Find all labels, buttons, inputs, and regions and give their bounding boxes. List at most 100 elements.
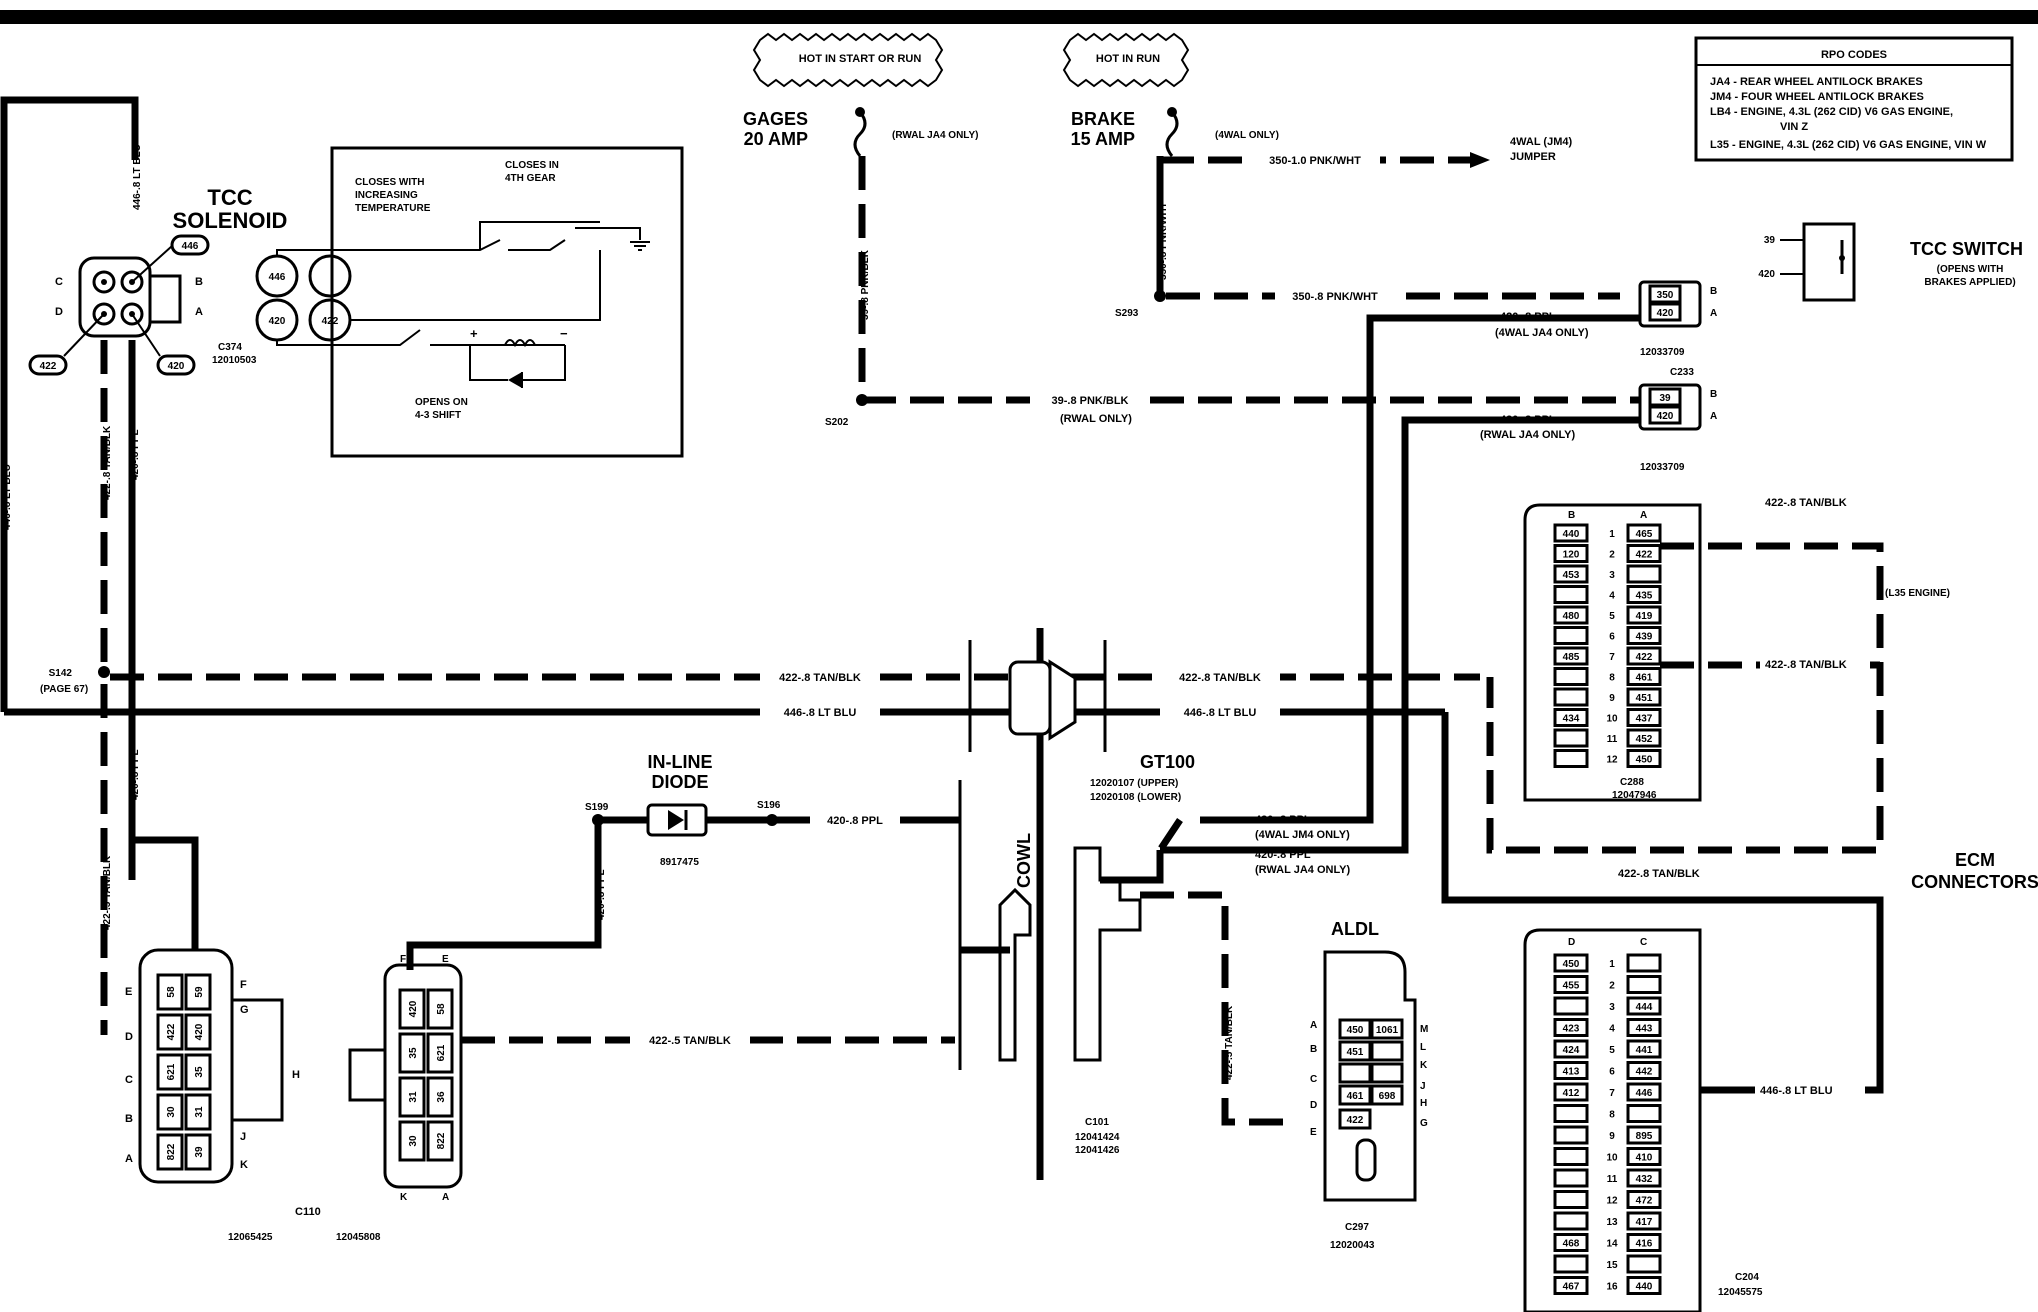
c288-pin-b (1553, 626, 1589, 645)
c288-pin-b: 485 (1553, 646, 1589, 666)
wire-label: 422-.8 TAN/BLK (1179, 672, 1261, 684)
wire-label: 350-.8 PNK/WHT (1158, 202, 1169, 280)
cowl-label: COWL (1014, 833, 1034, 888)
c204-pin-number: 15 (1606, 1260, 1618, 1271)
svg-text:C233: C233 (1670, 367, 1694, 378)
svg-text:440: 440 (1563, 529, 1580, 540)
c204-pin-d (1553, 1168, 1589, 1188)
svg-text:F: F (400, 954, 406, 965)
rpo-line: JM4 - FOUR WHEEL ANTILOCK BRAKES (1710, 91, 1924, 103)
svg-text:461: 461 (1636, 673, 1653, 684)
c288-pin-number: 7 (1609, 652, 1615, 663)
aldl-pin (1370, 1062, 1404, 1084)
svg-text:4TH GEAR: 4TH GEAR (505, 173, 556, 184)
tcc-switch: 39 420 TCC SWITCH (OPENS WITH BRAKES APP… (1758, 222, 2023, 302)
svg-text:417: 417 (1636, 1217, 1653, 1228)
c288-pin-a: 437 (1626, 708, 1662, 727)
svg-text:BRAKES APPLIED): BRAKES APPLIED) (1924, 277, 2015, 288)
wire-446-lt-blu-loop (0, 96, 139, 712)
wire-label: 446-.8 LT BLU (2, 464, 13, 530)
svg-text:39: 39 (1764, 235, 1776, 246)
svg-text:C297: C297 (1345, 1222, 1369, 1233)
svg-text:B: B (1568, 510, 1575, 521)
svg-text:451: 451 (1347, 1047, 1364, 1058)
svg-text:1061: 1061 (1376, 1025, 1399, 1036)
top-border-bar (0, 10, 2038, 24)
svg-text:621: 621 (436, 1044, 447, 1061)
svg-text:12020107 (UPPER): 12020107 (UPPER) (1090, 778, 1178, 789)
svg-text:A: A (442, 1192, 449, 1203)
svg-text:C288: C288 (1620, 777, 1644, 788)
c110-pin: 59 (184, 973, 212, 1011)
aldl-pin: 422 (1338, 1108, 1372, 1130)
wire-422-5-tan-blk-aldl (1140, 891, 1290, 1126)
c204-pin-d (1553, 1190, 1589, 1209)
burst-icon (1062, 32, 1190, 88)
svg-text:621: 621 (166, 1063, 177, 1080)
svg-text:822: 822 (436, 1132, 447, 1149)
brake-fuse-amp: 15 AMP (1071, 129, 1135, 149)
wire-422-tan-blk-l35 (1486, 542, 1884, 854)
svg-text:C: C (1640, 937, 1647, 948)
c110-pin: 30 (156, 1093, 184, 1131)
wire-label: 420-.8 PPL (596, 869, 607, 920)
c288-pin-b: 440 (1553, 523, 1589, 543)
c204-pin-c: 444 (1626, 996, 1662, 1016)
svg-text:D: D (55, 306, 63, 318)
rpo-line: L35 - ENGINE, 4.3L (262 CID) V6 GAS ENGI… (1710, 139, 1987, 151)
svg-text:822: 822 (166, 1143, 177, 1160)
c110-pin: 31 (184, 1093, 212, 1131)
svg-text:8917475: 8917475 (660, 857, 699, 868)
c204-pin-c: 895 (1626, 1125, 1662, 1145)
svg-text:58: 58 (166, 986, 177, 998)
c204-pin-number: 12 (1606, 1196, 1618, 1207)
cowl-bulkhead: COWL C101 12041424 12041426 (958, 628, 1142, 1180)
c204-pin-d (1553, 1211, 1589, 1231)
svg-text:A: A (1310, 1020, 1317, 1031)
svg-text:446: 446 (182, 241, 199, 252)
splice-label: S293 (1115, 308, 1139, 319)
svg-text:446: 446 (1636, 1088, 1653, 1099)
wire-label: 39-.8 PNK/BLK (1051, 395, 1128, 407)
svg-text:12033709: 12033709 (1640, 462, 1685, 473)
wire-label: 350-.8 PNK/WHT (1292, 291, 1378, 303)
c204-pin-number: 14 (1606, 1239, 1618, 1250)
svg-text:H: H (1420, 1098, 1427, 1109)
svg-text:455: 455 (1563, 981, 1580, 992)
c110-pin: 621 (156, 1053, 184, 1091)
c204-pin-d: 455 (1553, 975, 1589, 994)
svg-text:698: 698 (1379, 1091, 1396, 1102)
svg-text:441: 441 (1636, 1045, 1653, 1056)
c110-pin: 35 (184, 1053, 212, 1091)
svg-text:E: E (125, 986, 132, 998)
c288-pin-number: 11 (1607, 734, 1618, 745)
c204-pin-number: 1 (1609, 959, 1615, 970)
aldl-pin: 1061 (1370, 1018, 1404, 1040)
svg-text:12047946: 12047946 (1612, 790, 1657, 801)
svg-text:H: H (292, 1069, 300, 1081)
c288-pin-b: 434 (1553, 708, 1589, 727)
svg-text:468: 468 (1563, 1239, 1580, 1250)
wire-label: 446-.8 LT BLU (132, 144, 143, 210)
svg-text:INCREASING: INCREASING (355, 190, 418, 201)
c110b-pin: 420 (398, 988, 426, 1030)
hot-start-run-text: HOT IN START OR RUN (799, 53, 922, 65)
c204-pin-d (1553, 1125, 1589, 1145)
rpo-line: LB4 - ENGINE, 4.3L (262 CID) V6 GAS ENGI… (1710, 106, 1953, 118)
svg-text:440: 440 (1636, 1282, 1653, 1293)
fuse-icon (853, 111, 867, 157)
c110-pin: 39 (184, 1133, 212, 1171)
c204-pin-c: 441 (1626, 1039, 1662, 1059)
svg-text:A: A (125, 1153, 133, 1165)
wire-420-ppl-to-c110 (132, 836, 199, 960)
splice-s293 (1154, 290, 1166, 302)
svg-text:444: 444 (1636, 1002, 1653, 1013)
svg-text:J: J (1420, 1081, 1426, 1092)
wire-note: (L35 ENGINE) (1885, 588, 1950, 599)
svg-text:422: 422 (1636, 652, 1653, 663)
c288-pin-a: 435 (1626, 585, 1662, 604)
aldl-title: ALDL (1331, 919, 1379, 939)
svg-text:C204: C204 (1735, 1272, 1759, 1283)
wire-note: (4WAL JA4 ONLY) (1495, 327, 1589, 339)
